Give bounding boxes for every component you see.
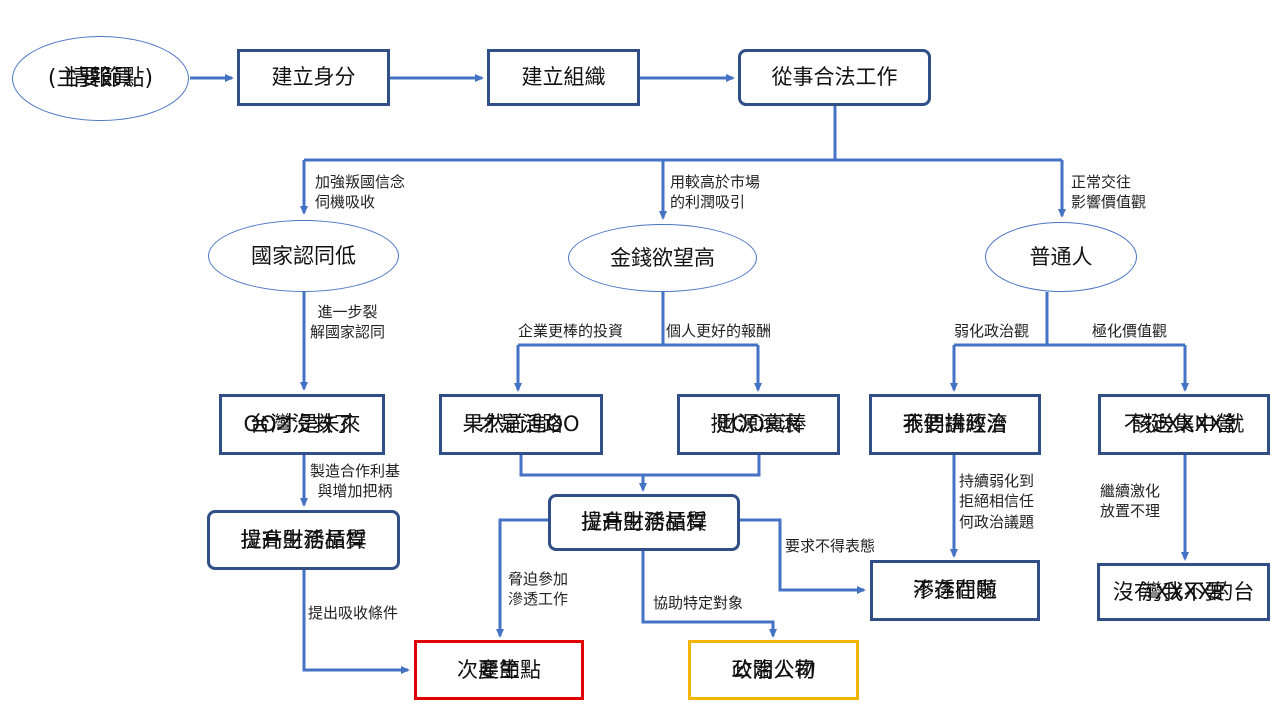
infiltration-none-node: 滲透問題 不存在啦: [870, 560, 1040, 621]
economy-first-node: 我們拚經濟 不要講政治: [869, 394, 1041, 455]
label-better-investment: 企業更棒的投資: [518, 322, 624, 340]
label-create-cooperation: 製造合作利基 與增加把柄: [310, 462, 401, 501]
arrow-center-to-secondary: [496, 518, 548, 638]
label-polarize-values: 極化價值觀: [1092, 322, 1168, 340]
political-pr-node: 政治人物 公關公司: [688, 640, 859, 700]
establish-identity-node: 建立身分: [237, 49, 390, 106]
label-assist-target: 協助特定對象: [653, 594, 744, 612]
label-strengthen-betrayal: 加強叛國信念 伺機吸收: [315, 173, 406, 212]
quality-left-node: 提升生活品質 拉高財務槓桿: [207, 510, 400, 570]
root-node: 情報員 (主要節點): [12, 36, 189, 121]
label-better-pay: 個人更好的報酬: [666, 322, 772, 340]
quality-center-node: 提升生活品質 拉高財務槓桿: [548, 494, 740, 551]
label-weaken-politics: 弱化政治觀: [954, 322, 1030, 340]
forward-oo-node: 果然前進OO 才是活路: [439, 394, 603, 455]
label-higher-profit: 用較高於市場 的利潤吸引: [670, 173, 761, 212]
arrow-center-to-infiltration: [740, 518, 866, 594]
establish-org-node: 建立組織: [487, 49, 640, 106]
high-desire-node: 金錢欲望高: [568, 224, 757, 292]
oo-great-node: 挺OO真棒 財源滾滾: [677, 394, 840, 455]
secondary-node: 產生 次要節點: [414, 640, 584, 700]
label-no-stance: 要求不得表態: [785, 537, 876, 555]
label-normal-contact: 正常交往 影響價值觀: [1071, 173, 1147, 212]
ordinary-node: 普通人: [985, 222, 1137, 292]
arrow-center-to-pr: [641, 550, 777, 638]
connector-merge: [519, 455, 761, 477]
label-propose-absorb: 提出吸收條件: [308, 604, 399, 622]
concentration-camp-node: 不挺XXXX就 該送集中營: [1098, 394, 1270, 455]
taiwan-hopeless-node: 台灣沒救了 OO才是未來: [219, 394, 385, 455]
label-continue-weaken: 持續弱化到 拒絕相信任 何政治議題: [959, 472, 1035, 531]
low-identity-node: 國家認同低: [208, 220, 399, 292]
label-continue-polarize: 繼續激化 放置不理: [1100, 482, 1161, 521]
label-further-split: 進一步裂 解國家認同: [310, 303, 386, 342]
no-taiwan-node: 沒有XXXX的台 灣我不要: [1097, 563, 1270, 621]
arrow-left-to-secondary: [302, 570, 410, 674]
label-coerce-join: 脅迫參加 滲透工作: [508, 570, 569, 609]
legal-work-node: 從事合法工作: [738, 49, 931, 106]
